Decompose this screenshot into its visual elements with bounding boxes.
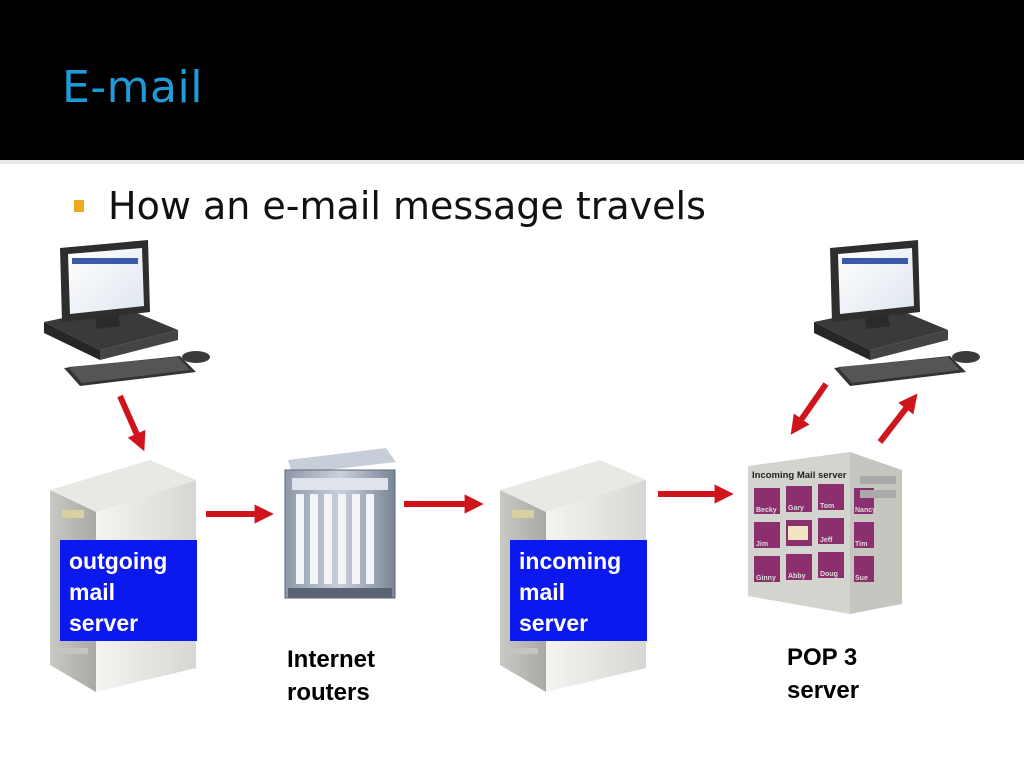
bullet-text: How an e-mail message travels	[108, 184, 706, 228]
mailbox-name: Nancy	[855, 507, 876, 514]
title-divider	[0, 160, 1024, 164]
pop3-server-icon: Incoming Mail server Becky Gary Tom	[748, 452, 902, 614]
pop3-caption: POP 3 server	[787, 641, 859, 707]
mailbox-name: Tom	[820, 503, 834, 510]
mailbox-grid	[754, 484, 874, 582]
mailbox-name: Becky	[756, 507, 777, 514]
outgoing-server-label: outgoing mail server	[60, 540, 197, 641]
arrow-pop3-to-recipient-down	[790, 382, 829, 435]
sender-computer-icon	[44, 240, 210, 386]
routers-caption-line: routers	[287, 679, 370, 706]
incoming-label-line: server	[519, 610, 589, 636]
arrow-sender-to-outgoing	[117, 394, 146, 452]
mailbox-name: Tim	[855, 541, 867, 548]
outgoing-label-line: mail	[69, 579, 116, 605]
mailbox-name: Hector	[788, 547, 810, 554]
pop3-caption-line: POP 3	[787, 644, 858, 671]
title-bar: E-mail	[0, 0, 1024, 158]
pop3-caption-line: server	[787, 677, 860, 704]
bullet-icon	[74, 200, 84, 212]
mailbox-name: Abby	[788, 573, 806, 580]
internet-router-icon	[284, 448, 396, 599]
outgoing-label-line: outgoing	[69, 548, 168, 574]
incoming-label-line: incoming	[519, 548, 622, 574]
routers-caption: Internet routers	[287, 643, 375, 709]
pop3-box-title: Incoming Mail server	[752, 470, 847, 481]
mailbox-name: Gary	[788, 505, 804, 512]
outgoing-label-line: server	[69, 610, 139, 636]
mailbox-name: Jim	[756, 541, 768, 548]
recipient-computer-icon	[814, 240, 980, 386]
incoming-server-label: incoming mail server	[510, 540, 647, 641]
mailbox-name: Ginny	[756, 575, 776, 582]
arrow-recipient-to-pop3-up	[877, 393, 918, 444]
mailbox-name: Jeff	[820, 537, 833, 544]
routers-caption-line: Internet	[287, 646, 376, 673]
incoming-label-line: mail	[519, 579, 566, 605]
mailbox-name: Sue	[855, 575, 868, 582]
slide-title: E-mail	[62, 62, 203, 113]
mailbox-name: Doug	[820, 571, 838, 578]
